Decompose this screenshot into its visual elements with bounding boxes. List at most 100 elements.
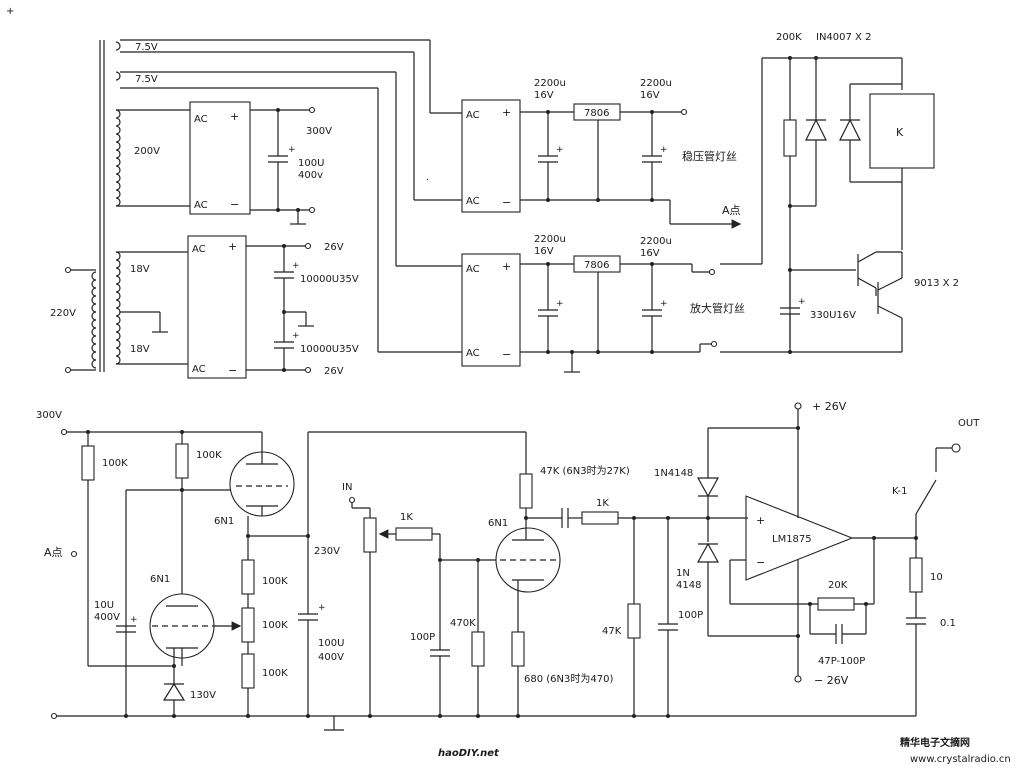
r-100k-4-label: 100K bbox=[262, 620, 288, 631]
terminal-b-300v bbox=[60, 428, 68, 436]
stray-dot: . bbox=[426, 173, 429, 183]
tube-b-label: 6N1 bbox=[150, 574, 170, 585]
zener-diode bbox=[162, 682, 186, 701]
reg2-cin-plus: + bbox=[556, 299, 564, 309]
reg1-cout-plus: + bbox=[660, 145, 668, 155]
junction bbox=[796, 426, 800, 430]
label-26v-neg: 26V bbox=[324, 366, 344, 377]
rect1-ac-top: AC bbox=[194, 114, 208, 125]
filament-rectifier-1: AC AC + − bbox=[461, 99, 521, 213]
resistor-100k-e bbox=[241, 653, 255, 689]
cap-330-label: 330U16V bbox=[810, 310, 856, 321]
cap-01-label: 0.1 bbox=[940, 618, 956, 629]
amplifier-section: 300V 100K 100K A点 6N1 230V 100K bbox=[36, 400, 980, 731]
junction bbox=[650, 262, 654, 266]
r-10-label: 10 bbox=[930, 572, 943, 583]
cap-10000-b-plus: + bbox=[292, 331, 300, 341]
r-100k-5-label: 100K bbox=[262, 668, 288, 679]
d-1n4148-b-label-2: 4148 bbox=[676, 580, 701, 591]
reg2-name: 7806 bbox=[584, 260, 609, 271]
junction bbox=[814, 56, 818, 60]
winding-200v-label: 200V bbox=[134, 146, 160, 157]
terminal-minus-26v bbox=[794, 675, 802, 683]
junction bbox=[306, 714, 310, 718]
cap-100u-b-volt: 400V bbox=[318, 652, 344, 663]
junction bbox=[596, 350, 600, 354]
relay-contact-label: K-1 bbox=[892, 486, 907, 497]
reg2-cin-volt: 16V bbox=[534, 246, 554, 257]
cap-330-plus: + bbox=[798, 297, 806, 307]
resistor-1k-a bbox=[395, 527, 433, 541]
v230-label: 230V bbox=[314, 546, 340, 557]
r-680-label: 680 (6N3时为470) bbox=[524, 673, 613, 685]
supply-pos-label: + 26V bbox=[812, 400, 847, 413]
rect2-minus: − bbox=[228, 364, 237, 377]
r-470k-label: 470K bbox=[450, 618, 476, 629]
opamp-plus: + bbox=[756, 514, 765, 527]
bridge-rectifier-300v: AC AC + − bbox=[189, 101, 251, 215]
rect3-minus: − bbox=[502, 196, 511, 209]
resistor-10 bbox=[909, 557, 923, 593]
point-a-label-top: A点 bbox=[722, 204, 741, 217]
supply-neg-label: − 26V bbox=[814, 674, 849, 687]
b-label-300v: 300V bbox=[36, 410, 62, 421]
junction bbox=[650, 350, 654, 354]
label-26v-pos: 26V bbox=[324, 242, 344, 253]
resistor-680 bbox=[511, 631, 525, 667]
tube-6n1-driver bbox=[495, 527, 561, 593]
opamp-minus: − bbox=[756, 556, 765, 569]
site-cn-watermark: 精华电子文摘网 bbox=[900, 736, 970, 749]
junction bbox=[546, 262, 550, 266]
junction bbox=[546, 110, 550, 114]
watermarks: haoDIY.net 精华电子文摘网 www.crystalradio.cn bbox=[438, 736, 1011, 765]
opamp-label: LM1875 bbox=[772, 534, 812, 545]
rect3-ac-top: AC bbox=[466, 110, 480, 121]
junction bbox=[282, 368, 286, 372]
resistor-100k-d bbox=[241, 607, 255, 643]
relay-contact-k1 bbox=[915, 479, 937, 515]
winding-7v5-b: 7.5V bbox=[115, 71, 462, 267]
r-47k-label: 47K bbox=[602, 626, 622, 637]
resistor-200k bbox=[783, 119, 797, 157]
out-label: OUT bbox=[958, 418, 980, 429]
haodiy-watermark: haoDIY.net bbox=[438, 748, 500, 759]
junction bbox=[306, 534, 310, 538]
lm1875-opamp bbox=[745, 495, 854, 581]
r-100k-2-label: 100K bbox=[196, 450, 222, 461]
label-300v: 300V bbox=[306, 126, 332, 137]
power-supply-section: + 220V 7.5V 7.5V bbox=[6, 6, 959, 379]
terminal-reg2-gnd bbox=[710, 340, 718, 348]
r-20k-label: 20K bbox=[828, 580, 848, 591]
junction bbox=[276, 108, 280, 112]
junction bbox=[172, 714, 176, 718]
junction bbox=[546, 198, 550, 202]
d-1n4148-b-label-1: 1N bbox=[676, 568, 690, 579]
rect1-minus: − bbox=[230, 198, 239, 211]
reg2-cout-volt: 16V bbox=[640, 248, 660, 259]
reg1-cout-volt: 16V bbox=[640, 90, 660, 101]
diode-2 bbox=[839, 118, 861, 141]
terminal-300v bbox=[308, 106, 316, 114]
cap-100u-b-label: 100U bbox=[318, 638, 344, 649]
cap-100p-a-label: 100P bbox=[410, 632, 435, 643]
winding-7v5-b-label: 7.5V bbox=[135, 74, 158, 85]
site-url-watermark: www.crystalradio.cn bbox=[910, 754, 1011, 765]
cap-10u-volt: 400V bbox=[94, 612, 120, 623]
winding-7v5-a-label: 7.5V bbox=[135, 42, 158, 53]
junction bbox=[788, 204, 792, 208]
diode-1n4148-a bbox=[696, 477, 720, 498]
cap-10u-plus: + bbox=[130, 615, 138, 625]
terminal-26v-pos bbox=[304, 242, 312, 250]
junction bbox=[808, 602, 812, 606]
junction bbox=[864, 602, 868, 606]
resistor-200k-label: 200K bbox=[776, 32, 802, 43]
reg2-cout-label: 2200u bbox=[640, 236, 672, 247]
junction bbox=[276, 208, 280, 212]
junction bbox=[796, 634, 800, 638]
junction bbox=[282, 310, 286, 314]
bridge-rectifier-26v: AC AC + − bbox=[187, 235, 247, 379]
relay-coil bbox=[869, 93, 935, 169]
terminal-reg2-out bbox=[708, 268, 716, 276]
resistor-1k-b bbox=[581, 511, 619, 525]
